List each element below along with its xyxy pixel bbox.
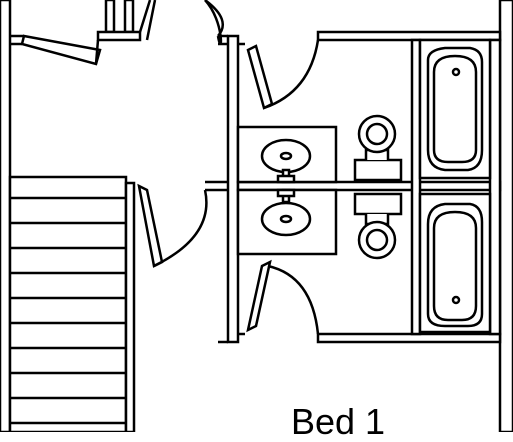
wall-bath-left xyxy=(226,34,240,344)
wall-left xyxy=(0,0,12,432)
toilet-upper xyxy=(353,114,403,182)
vanity-lower xyxy=(236,188,338,256)
vanity-upper xyxy=(236,125,338,184)
tub-lower xyxy=(418,192,492,334)
room-label-bed-1: Bed 1 xyxy=(290,401,386,442)
stair-walls xyxy=(8,175,136,432)
door-hall-middle xyxy=(137,183,208,268)
stair-treads xyxy=(10,196,126,425)
floor-plan xyxy=(0,0,513,432)
toilet-lower xyxy=(353,192,403,260)
bath-lower-door xyxy=(246,259,320,335)
door-hall-top xyxy=(204,0,224,45)
bath-upper-door xyxy=(246,39,320,110)
wall-right xyxy=(498,0,513,432)
wall-bath-bottom xyxy=(218,332,502,344)
tub-upper xyxy=(418,38,492,180)
tub-alcove-walls xyxy=(410,38,502,336)
door-upper-left xyxy=(20,0,157,66)
wall-top-left xyxy=(10,0,142,46)
